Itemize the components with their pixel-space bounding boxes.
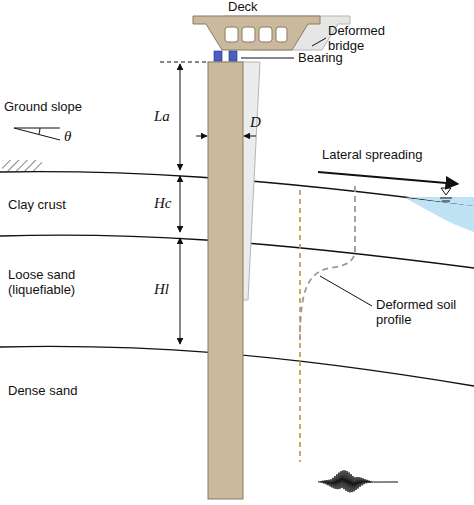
deck-label: Deck <box>228 0 258 15</box>
ground-hatch <box>2 160 42 171</box>
loose-sand-label: Loose sand (liquefiable) <box>8 268 108 298</box>
bearing-label: Bearing <box>298 51 343 66</box>
hl-dimension-label: Hl <box>154 281 169 298</box>
d-dim-left <box>196 136 207 137</box>
dense-sand-label: Dense sand <box>8 384 77 399</box>
water-body <box>405 198 474 232</box>
slope-symbol <box>14 128 60 140</box>
initial-soil-profile <box>299 190 301 462</box>
deformed-bridge-leader <box>312 38 326 46</box>
water-symbol <box>440 188 452 201</box>
hc-dimension-label: Hc <box>154 195 172 212</box>
d-dim-right <box>244 136 256 137</box>
bearing-leader <box>241 58 294 59</box>
la-dimension-label: La <box>154 108 170 125</box>
profile-leader <box>320 276 372 306</box>
ground-slope-label: Ground slope <box>4 100 82 115</box>
hl-dimension <box>180 238 181 344</box>
spreading-label: Lateral spreading <box>322 148 422 163</box>
bearing-symbol <box>214 51 237 61</box>
theta-symbol: θ <box>64 128 71 145</box>
pier-column <box>208 62 243 499</box>
spreading-arrow <box>318 172 458 184</box>
clay-crust-label: Clay crust <box>8 198 66 213</box>
hc-dimension <box>180 176 181 232</box>
seismic-record <box>318 470 398 492</box>
soil-profile-label: Deformed soil profile <box>376 298 458 328</box>
top-reference <box>160 62 206 63</box>
la-dimension <box>180 64 181 170</box>
deformed-bridge-label: Deformed bridge <box>328 24 396 54</box>
deformed-soil-profile <box>300 186 355 340</box>
d-dimension-label: D <box>250 114 261 131</box>
bridge-deck <box>193 16 320 50</box>
